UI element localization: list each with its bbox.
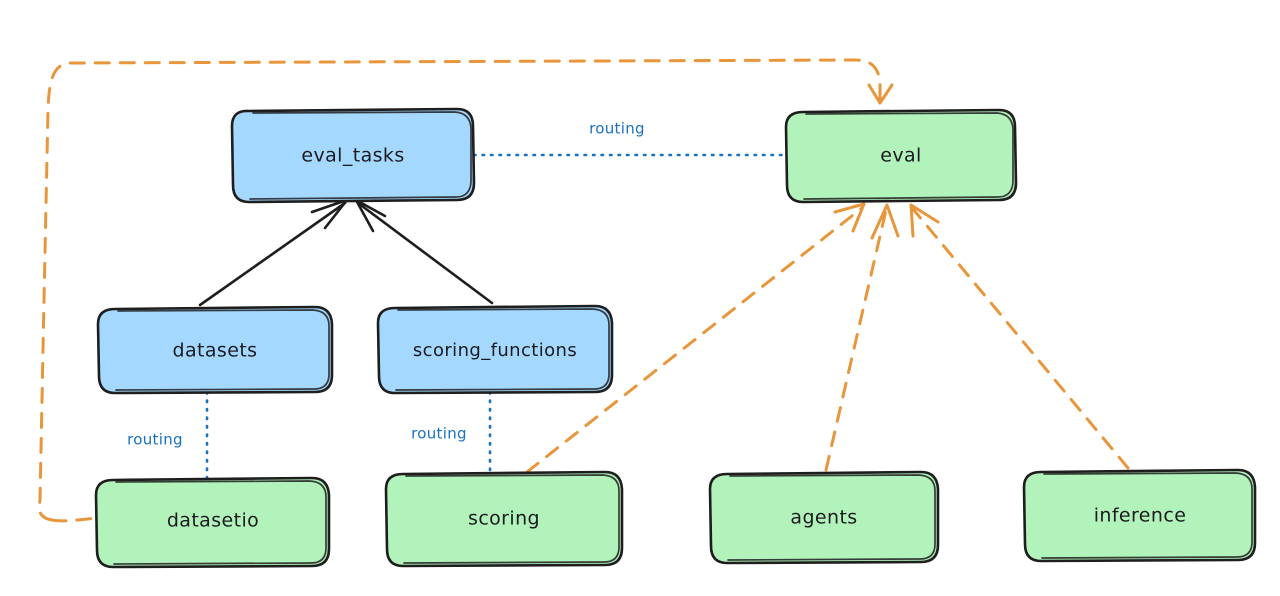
node-datasetio[interactable]: datasetio bbox=[94, 476, 331, 569]
edge-label-routing-datasetio: routing bbox=[127, 431, 183, 449]
node-label: scoring_functions bbox=[413, 340, 577, 361]
node-eval-tasks[interactable]: eval_tasks bbox=[230, 107, 476, 204]
node-background bbox=[98, 307, 332, 392]
edge-eval-to-datasetio bbox=[37, 58, 894, 523]
node-border bbox=[96, 305, 334, 395]
edge-arrowhead bbox=[833, 202, 866, 233]
node-background bbox=[378, 306, 612, 392]
node-label: scoring bbox=[468, 508, 540, 530]
edge-arrowhead bbox=[867, 83, 894, 105]
node-agents[interactable]: agents bbox=[708, 470, 940, 565]
edge-datasets-to-eval-tasks bbox=[198, 198, 349, 307]
edge-path bbox=[525, 206, 864, 474]
edge-scoring-functions-to-eval-tasks bbox=[354, 198, 494, 305]
node-label: eval bbox=[880, 145, 921, 167]
node-border-sketch bbox=[727, 474, 936, 561]
edge-path bbox=[198, 201, 347, 307]
node-label: datasetio bbox=[167, 510, 259, 532]
node-border-sketch bbox=[403, 474, 620, 564]
node-border-sketch bbox=[803, 112, 1014, 200]
node-border-sketch bbox=[115, 309, 330, 391]
node-datasets[interactable]: datasets bbox=[96, 305, 334, 395]
node-background bbox=[386, 472, 622, 565]
edge-scoring-to-eval bbox=[525, 202, 866, 474]
node-label: datasets bbox=[173, 340, 258, 362]
node-border-sketch bbox=[395, 308, 610, 391]
edge-label-routing-scoring: routing bbox=[411, 425, 467, 443]
edge-arrowhead bbox=[909, 203, 940, 238]
node-border bbox=[1022, 468, 1257, 563]
node-background bbox=[710, 472, 938, 562]
node-background bbox=[96, 478, 329, 566]
node-border bbox=[94, 476, 331, 569]
node-border bbox=[784, 108, 1018, 204]
node-background bbox=[232, 110, 474, 201]
node-border-sketch bbox=[249, 111, 472, 200]
node-scoring[interactable]: scoring bbox=[384, 470, 624, 568]
node-border bbox=[376, 304, 614, 395]
node-inference[interactable]: inference bbox=[1022, 468, 1257, 563]
edge-eval-tasks-to-eval: routing bbox=[472, 120, 788, 157]
edge-path bbox=[911, 207, 1130, 470]
edge-path-tail bbox=[50, 516, 98, 523]
edge-path bbox=[356, 201, 494, 305]
node-scoring-functions[interactable]: scoring_functions bbox=[376, 304, 614, 395]
edge-datasets-to-datasetio: routing bbox=[127, 390, 209, 480]
node-border bbox=[708, 470, 940, 565]
edge-scoring-functions-to-scoring: routing bbox=[411, 390, 492, 475]
edge-path bbox=[37, 58, 882, 522]
node-background bbox=[786, 110, 1016, 201]
node-label: agents bbox=[790, 507, 857, 529]
node-border-sketch bbox=[113, 480, 327, 565]
node-label: inference bbox=[1094, 505, 1187, 527]
edge-arrowhead bbox=[870, 203, 900, 240]
node-border-sketch bbox=[1041, 472, 1253, 559]
edge-agents-to-eval bbox=[824, 203, 900, 472]
node-border bbox=[384, 470, 624, 568]
edge-inference-to-eval bbox=[909, 203, 1130, 470]
node-label: eval_tasks bbox=[301, 145, 404, 167]
edge-path bbox=[824, 208, 888, 472]
node-background bbox=[1024, 470, 1255, 560]
node-eval[interactable]: eval bbox=[784, 108, 1018, 204]
edge-label-routing-eval: routing bbox=[589, 120, 645, 138]
node-border bbox=[230, 107, 476, 204]
